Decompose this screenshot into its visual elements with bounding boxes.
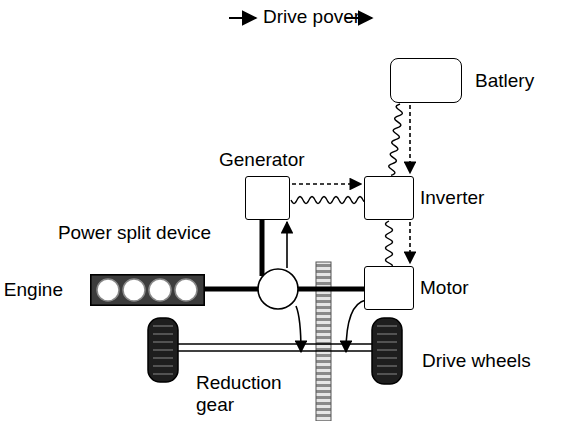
engine-outline (90, 274, 205, 306)
cylinder (175, 279, 197, 301)
decoration (377, 365, 397, 366)
decoration (377, 373, 397, 374)
engine-block: Engine (90, 274, 205, 306)
power-flow-arrow (292, 183, 361, 185)
decoration (372, 318, 402, 384)
engine-body (91, 275, 204, 305)
drive-arrow (346, 300, 366, 352)
decoration (153, 333, 173, 334)
reduction-gear (316, 262, 331, 421)
node-label: Generator (219, 149, 305, 171)
power-flow-arrow (409, 222, 411, 263)
cylinder (149, 279, 171, 301)
flow-arrow (229, 17, 256, 19)
part-label: Reduction gear (196, 372, 296, 416)
decoration (377, 333, 397, 334)
drive-shaft (205, 287, 258, 292)
shaft (260, 220, 265, 276)
electric-wire (291, 197, 364, 204)
drive-arrow (296, 306, 301, 352)
drive-wheel (148, 318, 178, 382)
node-label: Power split device (58, 222, 211, 244)
inverter-box: Inverter (364, 176, 414, 220)
decoration (148, 318, 178, 382)
decoration (153, 357, 173, 358)
electric-wire (389, 104, 403, 175)
power-split-circle: Power split device (257, 268, 299, 310)
part-label: Drive wheels (422, 350, 531, 372)
motor-box: Motor (364, 266, 414, 310)
decoration (377, 325, 397, 326)
node-label: Engine (4, 279, 63, 301)
power-flow-arrow (286, 222, 288, 268)
axle (176, 343, 374, 344)
axle (176, 350, 374, 351)
decoration (153, 341, 173, 342)
electric-wire (386, 221, 393, 266)
circle-outline (257, 268, 299, 310)
decoration (153, 365, 173, 366)
decoration (377, 357, 397, 358)
cylinder (123, 279, 145, 301)
title: Drive pover (263, 6, 360, 28)
decoration (377, 349, 397, 350)
power-flow-arrow (409, 105, 411, 173)
circle-shape (258, 269, 298, 309)
drive-shaft (298, 287, 364, 292)
decoration (153, 349, 173, 350)
generator-box: Generator (245, 176, 290, 220)
node-label: Batlery (475, 70, 534, 92)
decoration (153, 325, 173, 326)
cylinder (97, 279, 119, 301)
battery-box: Batlery (390, 58, 462, 103)
decoration (153, 373, 173, 374)
node-label: Inverter (420, 187, 484, 209)
drive-wheel (372, 318, 402, 384)
decoration (377, 341, 397, 342)
node-label: Motor (420, 277, 469, 299)
